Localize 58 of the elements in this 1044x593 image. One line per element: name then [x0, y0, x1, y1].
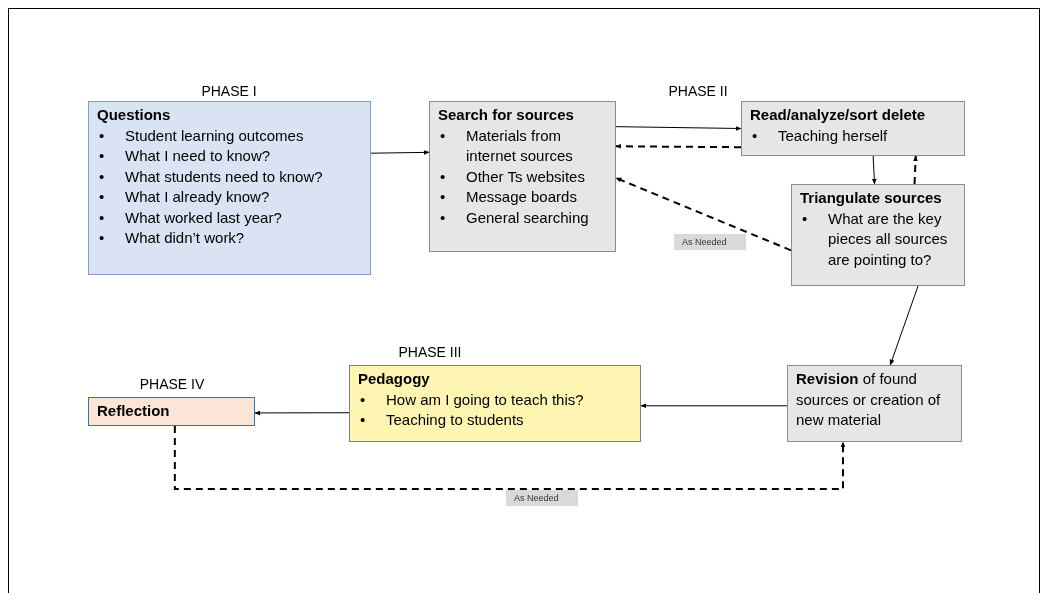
list-item: Other Ts websites	[466, 166, 585, 187]
bullet-marker: •	[98, 146, 106, 166]
process-box	[429, 101, 616, 252]
bullet-marker: •	[98, 228, 106, 248]
bullet-marker: •	[359, 389, 367, 410]
list-item: What I need to know?	[125, 146, 271, 166]
box-heading: Pedagogy	[358, 369, 431, 389]
dashed-arrow	[615, 143, 742, 149]
box-heading: Read/analyze/sort delete	[750, 105, 927, 125]
box-heading: Reflection	[97, 401, 171, 421]
bullet-marker: •	[98, 187, 106, 207]
arrow	[615, 126, 742, 131]
dashed-arrow	[615, 177, 792, 252]
dashed-arrow	[173, 425, 846, 490]
bullet-marker: •	[439, 125, 447, 146]
reflection-box	[88, 397, 255, 426]
process-box	[787, 365, 962, 442]
bullet-marker: •	[98, 207, 106, 228]
arrow	[871, 155, 877, 185]
box-heading: Search for sources	[438, 105, 575, 125]
list-item: What I already know?	[125, 187, 270, 207]
edge-label: As Needed	[674, 234, 746, 250]
phase-label: PHASE I	[201, 82, 257, 100]
bullet-marker: •	[801, 208, 809, 229]
bullet-marker: •	[98, 125, 106, 146]
process-box	[741, 101, 965, 156]
dashed-arrow	[913, 155, 918, 185]
arrow	[254, 410, 350, 416]
box-heading: Triangulate sources	[800, 188, 943, 208]
arrow	[370, 150, 430, 155]
list-item: Message boards	[466, 187, 577, 207]
bullet-marker: •	[439, 166, 447, 187]
bullet-marker: •	[359, 410, 367, 430]
list-item: What students need to know?	[125, 166, 323, 187]
edge-label: As Needed	[506, 490, 578, 506]
question-box	[88, 101, 371, 275]
list-item: Student learning outcomes	[125, 125, 304, 146]
box-heading: Questions	[97, 105, 172, 125]
list-item: General searching	[466, 207, 589, 228]
phase-label: PHASE II	[668, 82, 728, 100]
bullet-marker: •	[751, 125, 759, 146]
list-item: What worked last year?	[125, 207, 282, 228]
list-item: What didn’t work?	[125, 228, 245, 248]
arrow	[889, 285, 919, 366]
phase-label: PHASE III	[398, 343, 462, 361]
pedagogy-box	[349, 365, 641, 442]
process-box	[791, 184, 965, 286]
list-item: How am I going to teach this?	[386, 389, 584, 410]
list-item: Materials from internet sources	[466, 125, 574, 166]
arrow	[640, 403, 788, 409]
box-text: Revision of found sources or creation of new material	[796, 369, 942, 430]
list-item: Teaching herself	[778, 125, 888, 146]
bullet-marker: •	[439, 187, 447, 207]
phase-label: PHASE IV	[139, 375, 205, 393]
bullet-marker: •	[439, 207, 447, 228]
bullet-marker: •	[98, 166, 106, 187]
list-item: What are the key pieces all sources are pointing to?	[828, 208, 949, 270]
list-item: Teaching to students	[386, 410, 524, 430]
